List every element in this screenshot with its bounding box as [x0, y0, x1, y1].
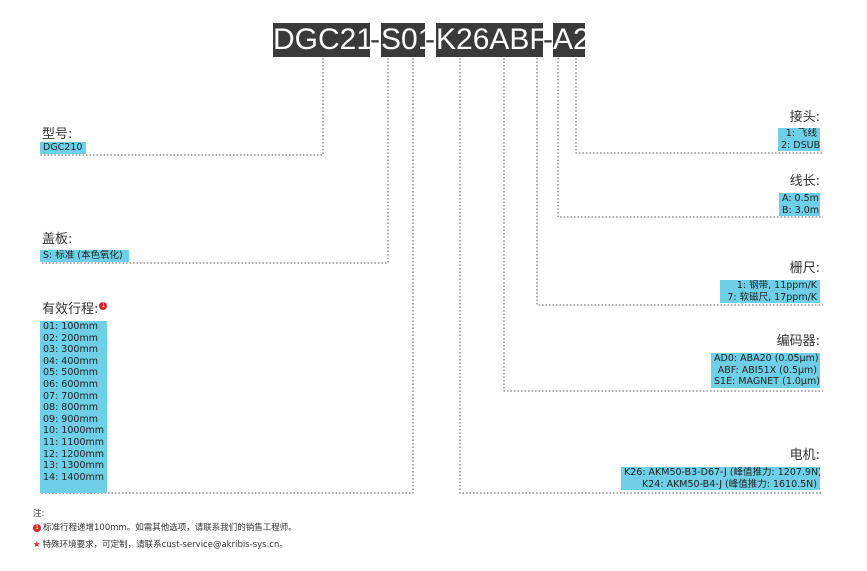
cable-option: B: 3.0m	[782, 204, 820, 216]
line-scale	[536, 58, 823, 306]
stroke-title: 有效行程:1	[42, 302, 109, 318]
stroke-option: 04: 400mm	[43, 355, 98, 367]
cover-options: S: 标准 (本色氧化)	[40, 250, 129, 262]
note-marker-icon: 1	[33, 523, 41, 532]
encoder-options: AD0: ABA20 (0.05μm) ABF: ABI51X (0.5μm) …	[711, 353, 820, 388]
line-stroke	[40, 58, 414, 494]
stroke-option: 07: 700mm	[43, 390, 98, 402]
stroke-option: 08: 800mm	[43, 402, 98, 414]
line-motor	[459, 58, 823, 494]
model-options: DGC210	[40, 142, 86, 154]
note-2-text: 特殊环境要求，可定制，请联系cust-service@akribis-sys.c…	[42, 540, 288, 550]
scale-title: 栅尺:	[789, 261, 820, 276]
stroke-option: 14: 1400mm	[43, 471, 104, 483]
code-dash: -	[425, 23, 435, 56]
stroke-option: 13: 1300mm	[43, 460, 104, 472]
cover-option: S: 标准 (本色氧化)	[43, 250, 123, 261]
scale-option: 1: 钢带, 11ppm/K	[736, 280, 817, 291]
line-cover	[40, 58, 389, 264]
motor-option: K26: AKM50-B3-D67-J (峰值推力: 1207.9N)	[624, 467, 820, 478]
encoder-option: AD0: ABA20 (0.05μm)	[714, 353, 819, 364]
code-segment-model: DGC210	[273, 23, 390, 57]
motor-options: K26: AKM50-B3-D67-J (峰值推力: 1207.9N) K24:…	[621, 467, 820, 491]
scale-option: 7: 软磁尺, 17ppm/K	[727, 291, 817, 303]
note-2: ★特殊环境要求，可定制，请联系cust-service@akribis-sys.…	[33, 540, 288, 551]
connector-option: 1: 飞线	[785, 128, 817, 139]
motor-title: 电机:	[789, 448, 820, 463]
line-model	[40, 58, 324, 156]
stroke-option: 12: 1200mm	[43, 448, 104, 460]
cover-title: 盖板:	[42, 232, 73, 247]
cable-title: 线长:	[789, 174, 820, 189]
connector-option: 2: DSUB	[781, 139, 820, 151]
line-cable	[557, 58, 823, 218]
star-icon: ★	[33, 540, 41, 550]
stroke-option: 03: 300mm	[43, 344, 98, 356]
note-1-text: 标准行程递增100mm。如需其他选项，请联系我们的销售工程师。	[43, 523, 297, 533]
encoder-option: S1E: MAGNET (1.0μm)	[714, 376, 820, 388]
cable-option: A: 0.5m	[782, 193, 819, 204]
motor-option: K24: AKM50-B4-J (峰值推力: 1610.5N)	[642, 478, 817, 490]
connector-options: 1: 飞线 2: DSUB	[778, 128, 820, 152]
stroke-option: 10: 1000mm	[43, 425, 104, 437]
code-segment-cover: S01	[381, 23, 435, 57]
code-segment-config: K26ABF1	[436, 23, 565, 57]
cable-options: A: 0.5m B: 3.0m	[779, 193, 820, 217]
model-title: 型号:	[42, 127, 73, 142]
stroke-options: 01: 100mm 02: 200mm 03: 300mm 04: 400mm …	[40, 321, 107, 493]
line-connector	[575, 58, 823, 154]
stroke-option: 02: 200mm	[43, 332, 98, 344]
scale-options: 1: 钢带, 11ppm/K 7: 软磁尺, 17ppm/K	[720, 280, 820, 304]
encoder-title: 编码器:	[776, 334, 820, 349]
encoder-option: ABF: ABI51X (0.5μm)	[717, 364, 817, 376]
stroke-title-text: 有效行程:	[42, 302, 99, 317]
code-segment-connector: A2	[553, 23, 590, 57]
code-dash: -	[370, 23, 380, 56]
line-encoder	[503, 58, 823, 392]
stroke-option: 11: 1100mm	[43, 436, 104, 448]
stroke-option: 06: 600mm	[43, 378, 98, 390]
model-option: DGC210	[43, 142, 83, 153]
stroke-option: 09: 900mm	[43, 413, 98, 425]
notes-title: 注:	[33, 509, 45, 519]
code-dash: -	[543, 23, 553, 56]
stroke-option: 01: 100mm	[43, 321, 98, 332]
connector-title: 接头:	[789, 110, 820, 125]
stroke-option: 05: 500mm	[43, 367, 98, 379]
note-marker-icon: 1	[99, 302, 108, 310]
